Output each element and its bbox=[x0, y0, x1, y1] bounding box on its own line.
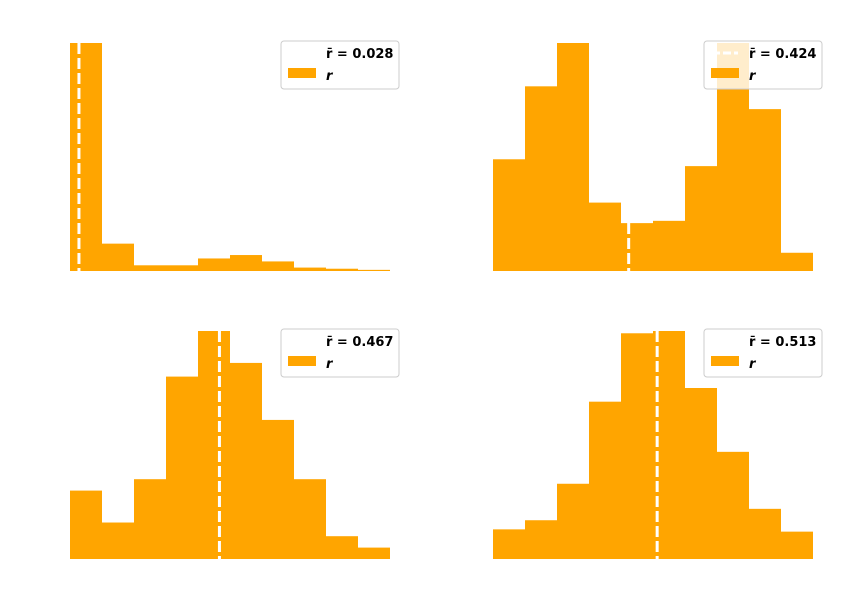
histogram-bar bbox=[685, 166, 717, 271]
histogram-bar bbox=[749, 508, 781, 559]
legend: r̄ = 0.513 r bbox=[703, 328, 823, 378]
histogram-bar bbox=[326, 268, 358, 271]
histogram-bar bbox=[557, 483, 589, 559]
histogram-bar bbox=[166, 265, 198, 271]
histogram-panel-1: r̄ = 0.028 r bbox=[70, 40, 400, 271]
histogram-bar bbox=[326, 536, 358, 559]
legend-bar-label: r bbox=[326, 69, 334, 84]
histogram-bar bbox=[525, 520, 557, 559]
histogram-bar bbox=[557, 43, 589, 271]
histogram-bar bbox=[493, 529, 525, 559]
legend-mean-label: r̄ = 0.028 bbox=[326, 47, 393, 62]
legend-bar-label: r bbox=[749, 357, 757, 372]
histogram-bar bbox=[102, 243, 134, 271]
histogram-bar bbox=[749, 109, 781, 272]
histogram-bar bbox=[230, 362, 262, 559]
legend-mean-label: r̄ = 0.467 bbox=[326, 335, 393, 350]
legend-mean-label: r̄ = 0.513 bbox=[749, 335, 816, 350]
histogram-bar bbox=[198, 331, 230, 559]
legend-bar-label: r bbox=[326, 357, 334, 372]
histogram-bar bbox=[589, 401, 621, 559]
histogram-bar bbox=[294, 267, 326, 271]
histogram-bar bbox=[781, 531, 813, 559]
legend: r̄ = 0.028 r bbox=[280, 40, 400, 90]
histogram-bar bbox=[262, 261, 294, 271]
histogram-bar bbox=[230, 255, 262, 271]
histogram-bar bbox=[589, 202, 621, 271]
histogram-bar bbox=[717, 451, 749, 559]
legend-bar-swatch bbox=[711, 68, 739, 78]
histogram-bar bbox=[653, 220, 685, 271]
histogram-bar bbox=[621, 223, 653, 271]
histogram-bar bbox=[525, 86, 557, 271]
legend-bar-swatch bbox=[288, 356, 316, 366]
histogram-bar bbox=[262, 419, 294, 559]
histogram-bar bbox=[294, 479, 326, 559]
legend-bar-swatch bbox=[711, 356, 739, 366]
histogram-bar bbox=[493, 159, 525, 271]
histogram-bar bbox=[198, 258, 230, 271]
histogram-bar bbox=[781, 252, 813, 271]
legend-mean-label: r̄ = 0.424 bbox=[749, 47, 816, 62]
histogram-panel-4: r̄ = 0.513 r bbox=[493, 328, 823, 559]
histogram-panel-3: r̄ = 0.467 r bbox=[70, 328, 400, 559]
histogram-bar bbox=[166, 376, 198, 559]
histogram-bar bbox=[102, 522, 134, 559]
histogram-bar bbox=[621, 333, 653, 559]
histogram-bar bbox=[70, 490, 102, 559]
histogram-bar bbox=[685, 388, 717, 559]
histogram-bar bbox=[134, 479, 166, 559]
legend: r̄ = 0.424 r bbox=[703, 40, 823, 90]
histogram-bar bbox=[358, 547, 390, 559]
histogram-bar bbox=[358, 269, 390, 271]
histogram-panel-2: r̄ = 0.424 r bbox=[493, 40, 823, 272]
histogram-bar bbox=[70, 43, 102, 271]
legend: r̄ = 0.467 r bbox=[280, 328, 400, 378]
legend-bar-label: r bbox=[749, 69, 757, 84]
legend-bar-swatch bbox=[288, 68, 316, 78]
histogram-bar bbox=[134, 265, 166, 271]
